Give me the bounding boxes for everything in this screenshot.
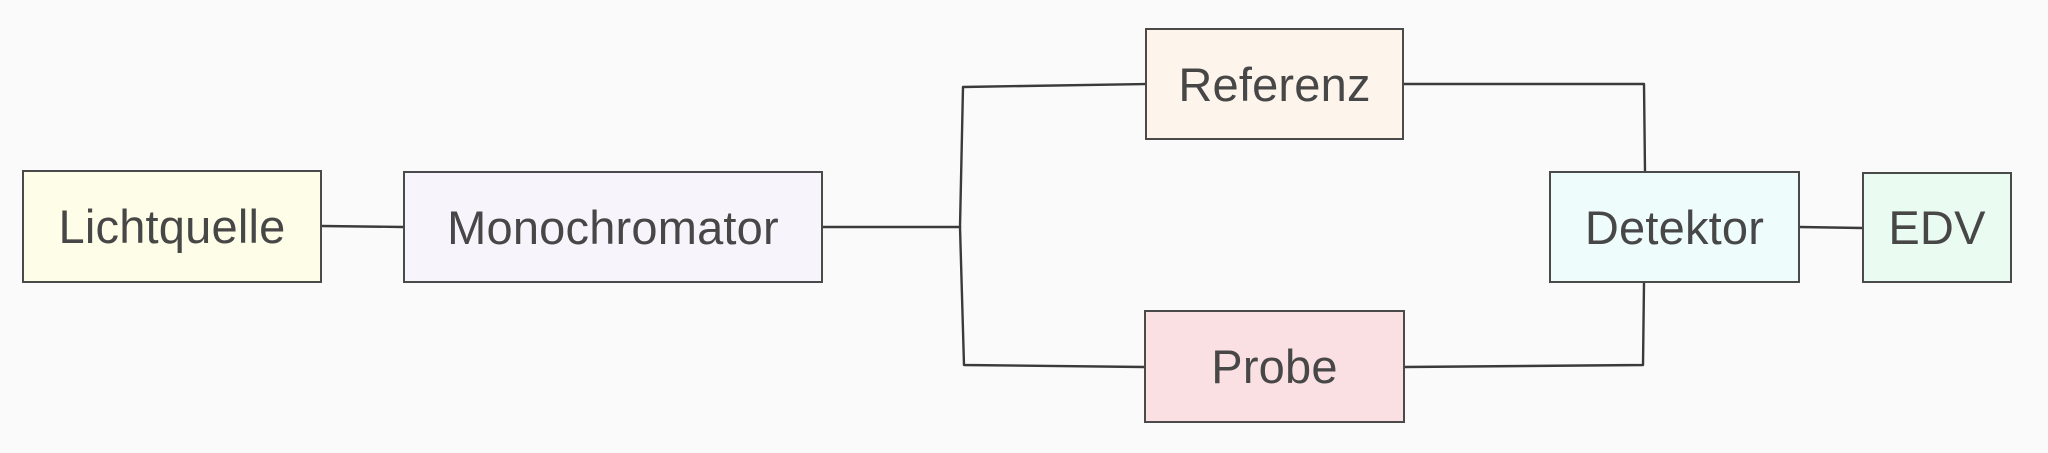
- edge-referenz-detektor: [1402, 82, 1647, 173]
- node-referenz: Referenz: [1145, 28, 1404, 140]
- edge-detektor-edv: [1798, 225, 1864, 230]
- node-monochromator: Monochromator: [403, 171, 823, 283]
- edge-probe-detektor: [1403, 281, 1646, 369]
- node-probe: Probe: [1144, 310, 1405, 423]
- edge-monochromator-probe: [958, 225, 1146, 369]
- edge-monochromator-referenz: [958, 82, 1147, 229]
- edge-lichtquelle-monochromator: [320, 224, 405, 229]
- node-edv: EDV: [1862, 172, 2012, 283]
- node-lichtquelle: Lichtquelle: [22, 170, 322, 283]
- node-detektor: Detektor: [1549, 171, 1800, 283]
